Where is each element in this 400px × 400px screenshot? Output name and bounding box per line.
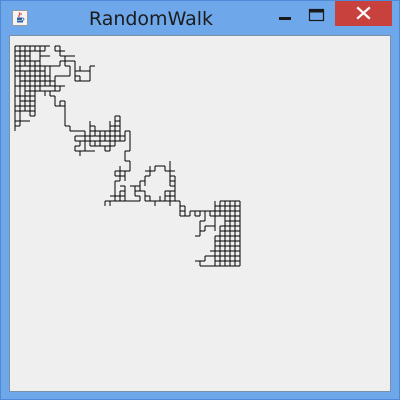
title-bar[interactable]: RandomWalk [1,1,399,35]
maximize-icon [308,8,325,22]
window-title: RandomWalk [88,8,214,30]
java-coffee-cup-icon[interactable] [12,10,28,26]
drawing-canvas[interactable] [9,35,391,392]
maximize-button[interactable] [302,1,330,25]
walk-line [14,45,241,267]
close-button[interactable] [335,1,392,26]
close-icon [356,6,371,20]
random-walk-path [14,45,241,267]
minimize-icon [279,17,291,20]
minimize-button[interactable] [272,1,298,25]
